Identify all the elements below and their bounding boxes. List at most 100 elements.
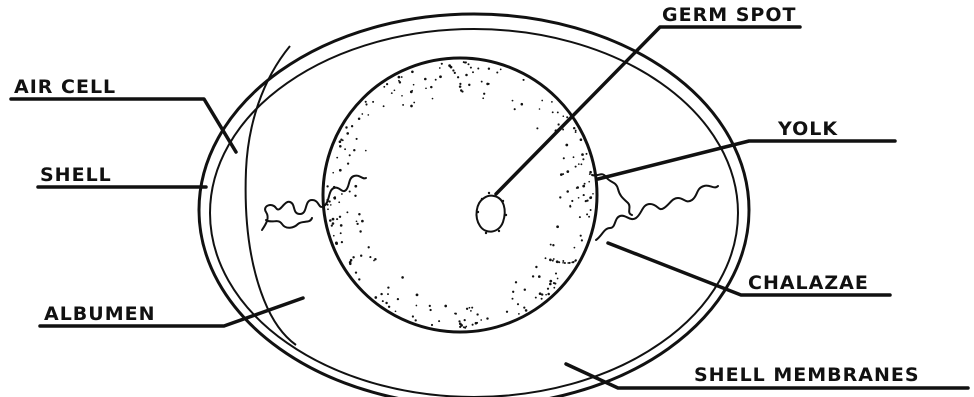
stipple-dot xyxy=(439,67,441,69)
stipple-dot xyxy=(412,315,414,317)
stipple-dot xyxy=(399,81,401,83)
stipple-dot xyxy=(514,108,516,110)
stipple-dot xyxy=(553,287,555,289)
stipple-dot xyxy=(571,200,573,202)
leader-air-cell xyxy=(11,99,236,152)
stipple-dot xyxy=(567,262,569,264)
stipple-dot xyxy=(386,83,388,85)
stipple-dot xyxy=(338,201,340,203)
stipple-dot xyxy=(361,113,363,115)
stipple-dot xyxy=(356,138,358,140)
stipple-dot xyxy=(431,324,433,326)
stipple-dot xyxy=(573,156,575,158)
stipple-dot xyxy=(574,260,576,262)
stipple-dot xyxy=(365,150,367,152)
stipple-dot xyxy=(466,308,468,310)
stipple-dot xyxy=(341,193,343,195)
stipple-dot xyxy=(470,310,472,312)
stipple-dot xyxy=(589,171,592,174)
stipple-dot xyxy=(562,262,564,264)
stipple-dot xyxy=(430,86,432,88)
stipple-dot xyxy=(545,257,547,259)
stipple-dot xyxy=(476,313,478,315)
stipple-dot xyxy=(387,286,389,288)
stipple-dot xyxy=(438,320,440,322)
stipple-dot xyxy=(536,127,538,129)
stipple-dot xyxy=(556,225,559,228)
stipple-dot xyxy=(380,293,382,295)
stipple-dot xyxy=(332,222,335,225)
stipple-dot xyxy=(415,319,417,321)
stipple-dot xyxy=(368,246,370,248)
label-chalazae: CHALAZAE xyxy=(748,272,869,294)
stipple-dot xyxy=(578,163,580,165)
stipple-dot xyxy=(372,101,374,103)
stipple-dot xyxy=(354,195,356,197)
stipple-dot xyxy=(416,294,419,297)
stipple-dot xyxy=(327,208,329,210)
stipple-dot xyxy=(354,185,357,188)
stipple-dot xyxy=(472,71,474,73)
stipple-dot xyxy=(539,108,541,110)
stipple-dot xyxy=(439,75,442,78)
stipple-dot xyxy=(457,76,459,78)
stipple-dot xyxy=(486,83,489,86)
stipple-dot xyxy=(589,196,592,199)
stipple-dot xyxy=(582,185,585,188)
stipple-dot xyxy=(336,218,338,220)
stipple-dot xyxy=(476,322,478,324)
germ-spot xyxy=(477,196,505,232)
stipple-dot xyxy=(549,283,552,286)
stipple-dot xyxy=(413,84,415,86)
stipple-dot xyxy=(571,262,573,264)
stipple-dot xyxy=(358,118,361,121)
stipple-dot xyxy=(535,297,537,299)
stipple-dot xyxy=(459,326,461,328)
stipple-dot xyxy=(575,130,577,132)
stipple-dot xyxy=(551,101,553,103)
stipple-dot xyxy=(524,288,526,290)
stipple-dot xyxy=(557,123,559,125)
stipple-dot xyxy=(481,81,483,83)
stipple-dot xyxy=(471,307,473,309)
stipple-dot xyxy=(586,153,588,155)
stipple-dot xyxy=(464,62,466,64)
stipple-dot xyxy=(334,196,336,198)
stipple-dot xyxy=(564,262,566,264)
stipple-dot xyxy=(394,89,396,91)
stipple-dot xyxy=(356,223,358,225)
stipple-dot xyxy=(525,309,528,312)
label-albumen: ALBUMEN xyxy=(44,303,156,325)
stipple-dot xyxy=(467,63,469,65)
stipple-dot xyxy=(459,83,461,85)
label-shell: SHELL xyxy=(40,164,112,186)
stipple-dot xyxy=(395,310,397,312)
stipple-dot xyxy=(552,111,554,113)
stipple-dot xyxy=(383,86,385,88)
stipple-dot xyxy=(547,293,550,296)
stipple-dot xyxy=(340,224,343,227)
stipple-dot xyxy=(346,211,348,213)
stipple-dot xyxy=(429,309,431,311)
stipple-dot xyxy=(559,196,561,198)
air-cell-boundary xyxy=(246,46,296,345)
stipple-dot xyxy=(365,103,367,105)
stipple-dot xyxy=(515,281,517,283)
stipple-dot xyxy=(424,78,427,81)
stipple-dot xyxy=(464,319,466,321)
stipple-dot xyxy=(429,305,431,307)
stipple-dot xyxy=(345,126,347,128)
stipple-dot xyxy=(565,144,568,147)
stipple-dot xyxy=(574,247,576,249)
leader-yolk xyxy=(598,141,895,179)
stipple-dot xyxy=(512,291,514,293)
stipple-dot xyxy=(472,324,474,326)
stipple-dot xyxy=(581,153,584,156)
stipple-dot xyxy=(333,235,335,237)
stipple-dot xyxy=(326,185,328,187)
stipple-dot xyxy=(391,92,393,94)
stipple-dot xyxy=(435,79,437,81)
stipple-dot xyxy=(401,276,404,279)
label-air-cell: AIR CELL xyxy=(14,76,116,98)
